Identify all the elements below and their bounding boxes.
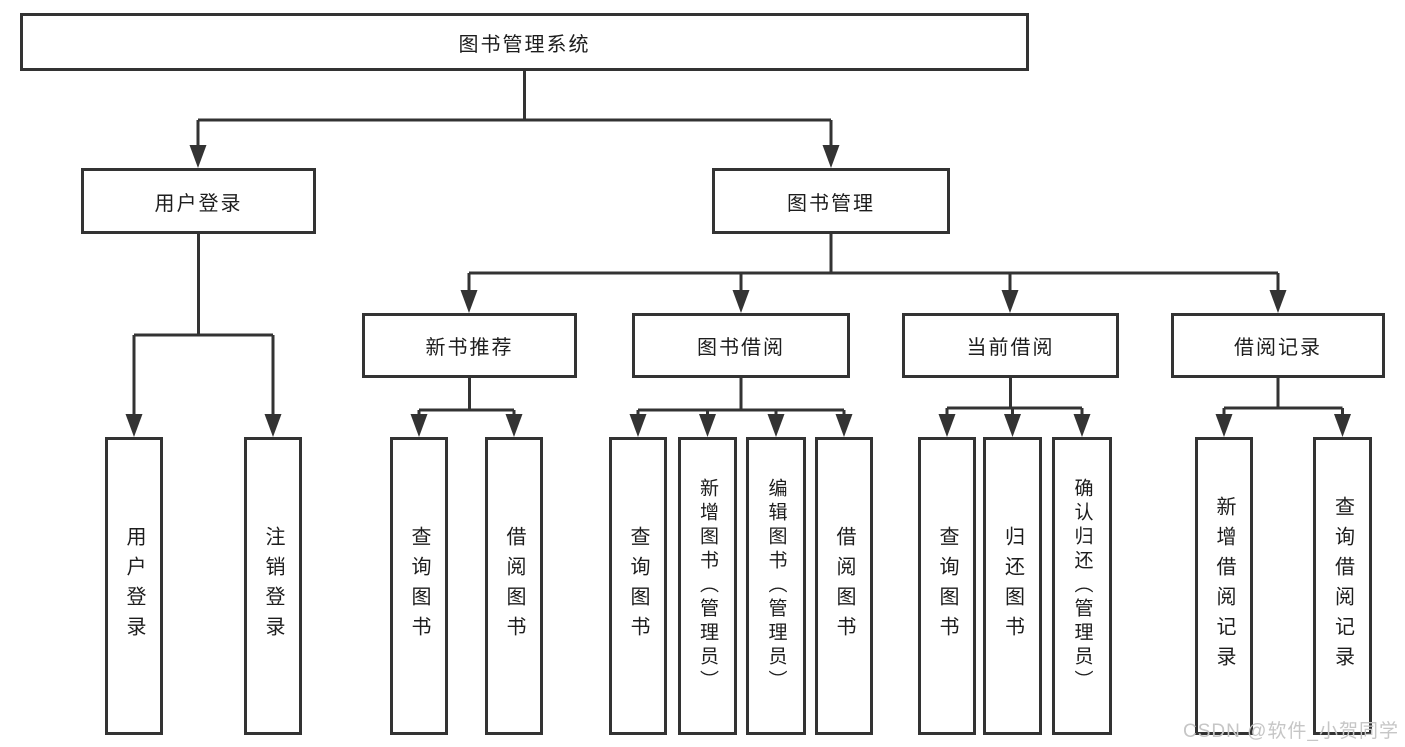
arrow-down-icon: [460, 290, 478, 313]
node-book-management: 图书管理: [712, 168, 950, 234]
arrow-down-icon: [1073, 414, 1091, 437]
arrow-down-icon: [1004, 414, 1021, 437]
arrow-down-icon: [1269, 290, 1287, 313]
arrow-down-icon: [410, 414, 428, 437]
node-book-borrow: 图书借阅: [632, 313, 850, 378]
arrow-down-icon: [1001, 290, 1019, 313]
leaf-bb-query-book: 查询图书: [609, 437, 667, 735]
leaf-bb-add-book-admin: 新增图书（管理员）: [678, 437, 737, 735]
arrow-down-icon: [505, 414, 523, 437]
leaf-cb-return-book: 归还图书: [983, 437, 1042, 735]
leaf-bb-borrow-book: 借阅图书: [815, 437, 873, 735]
node-current-borrow: 当前借阅: [902, 313, 1119, 378]
arrow-down-icon: [629, 414, 647, 437]
arrow-down-icon: [189, 145, 207, 168]
leaf-cb-confirm-return-admin: 确认归还（管理员）: [1052, 437, 1112, 735]
node-user-login: 用户登录: [81, 168, 316, 234]
node-borrow-records: 借阅记录: [1171, 313, 1385, 378]
arrow-down-icon: [835, 414, 853, 437]
arrow-down-icon: [699, 414, 716, 437]
leaf-br-add-record: 新增借阅记录: [1195, 437, 1253, 735]
arrow-down-icon: [822, 145, 840, 168]
leaf-nbr-query-book: 查询图书: [390, 437, 448, 735]
arrow-down-icon: [125, 414, 143, 437]
arrow-down-icon: [938, 414, 956, 437]
leaf-logout: 注销登录: [244, 437, 302, 735]
leaf-nbr-borrow-book: 借阅图书: [485, 437, 543, 735]
leaf-user-login: 用户登录: [105, 437, 163, 735]
node-new-book-recommend: 新书推荐: [362, 313, 577, 378]
leaf-bb-edit-book-admin: 编辑图书（管理员）: [746, 437, 806, 735]
leaf-br-query-record: 查询借阅记录: [1313, 437, 1372, 735]
arrow-down-icon: [732, 290, 750, 313]
leaf-cb-query-book: 查询图书: [918, 437, 976, 735]
arrow-down-icon: [264, 414, 282, 437]
arrow-down-icon: [1215, 414, 1233, 437]
node-root-title: 图书管理系统: [20, 13, 1029, 71]
arrow-down-icon: [767, 414, 785, 437]
csdn-watermark: CSDN @软件_小贺同学: [1183, 721, 1399, 742]
arrow-down-icon: [1334, 414, 1351, 437]
